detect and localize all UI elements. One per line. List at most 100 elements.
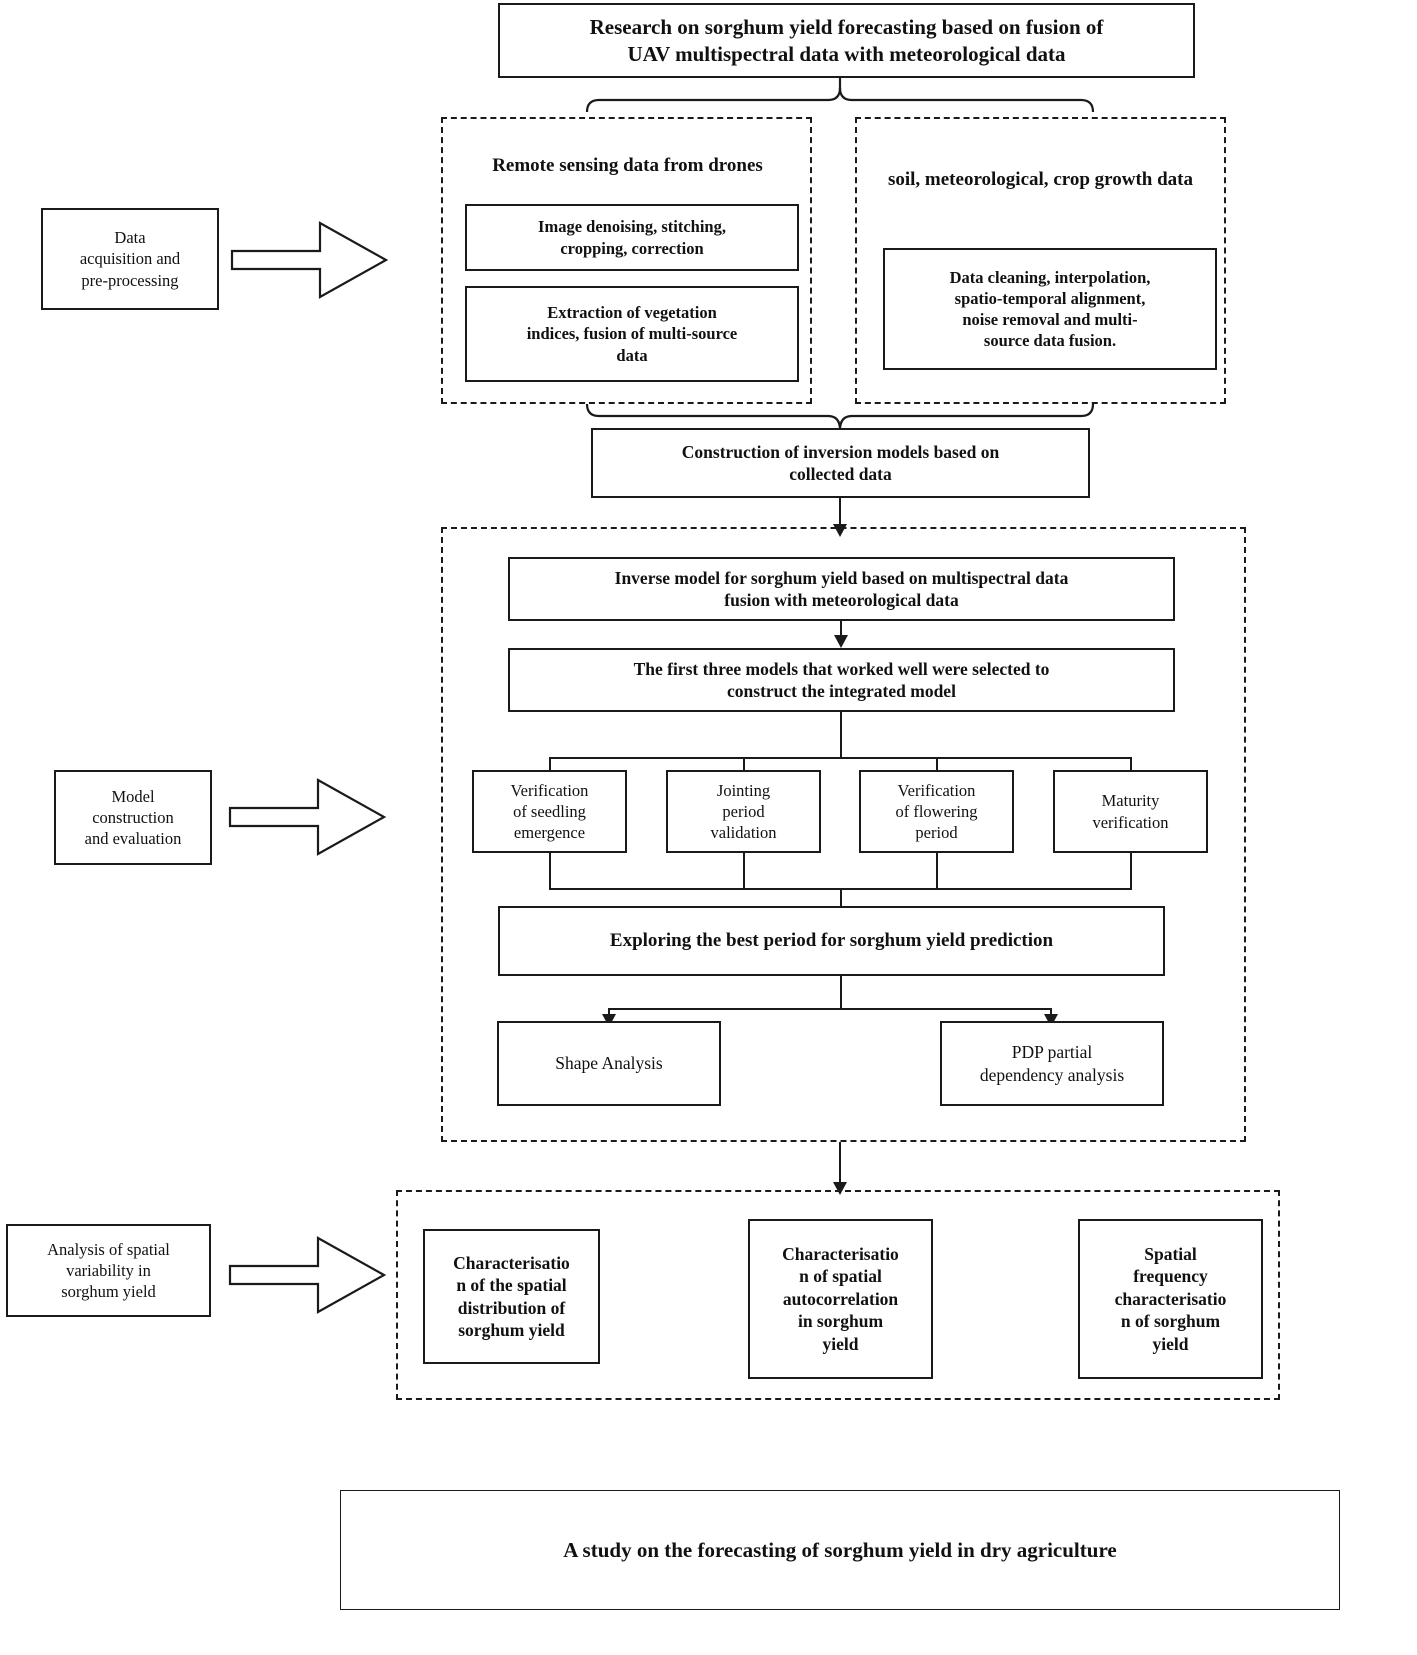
data-cleaning-line-4: source data fusion. [983, 331, 1117, 351]
fanout-drop-2 [743, 757, 745, 781]
integrated-model-box: The first three models that worked well … [508, 648, 1175, 712]
stage2-line-2: construction [92, 807, 174, 827]
title-line-1: Research on sorghum yield forecasting ba… [589, 14, 1104, 39]
remote-sensing-heading-line-2: data from drones [623, 154, 763, 176]
stage-label-spatial-variability: Analysis of spatial variability in sorgh… [6, 1224, 211, 1317]
period-box-4-line-1: Maturity [1101, 791, 1160, 811]
stage2-block-arrow-icon [228, 772, 388, 862]
vegetation-indices-line-1: Extraction of vegetation [547, 303, 717, 323]
spatial-box-3-line-2: frequency [1133, 1266, 1208, 1287]
soil-heading-line-2: meteorological, [924, 168, 1049, 190]
stage1-line-2: acquisition and [79, 249, 181, 269]
best-period-fanout-stem [840, 976, 842, 1010]
vegetation-indices-line-2: indices, fusion of multi-source [526, 324, 738, 344]
data-cleaning-line-1: Data cleaning, interpolation, [949, 267, 1151, 287]
stage-label-model-construction: Model construction and evaluation [54, 770, 212, 865]
data-cleaning-box: Data cleaning, interpolation, spatio-tem… [883, 248, 1217, 370]
image-preprocessing-line-1: Image denoising, stitching, [538, 217, 726, 237]
period-box-2-line-2: period [722, 801, 765, 821]
stage3-line-2: variability in [66, 1260, 151, 1280]
shape-analysis-box: Shape Analysis [497, 1021, 721, 1106]
spatial-box-1-line-1: Characterisatio [453, 1252, 570, 1273]
pdp-analysis-line-1: PDP partial [1011, 1042, 1093, 1063]
integrated-fanout-stem [840, 712, 842, 759]
spatial-box-1-line-4: sorghum yield [458, 1319, 565, 1340]
soil-meteorological-dashed-group [855, 117, 1226, 404]
spatial-box-2-line-4: in sorghum [797, 1311, 884, 1332]
period-box-3-line-2: of flowering [895, 801, 978, 821]
spatial-box-2-line-1: Characterisatio [782, 1244, 899, 1265]
stage2-line-3: and evaluation [84, 829, 182, 849]
period-box-3-line-3: period [915, 823, 958, 843]
inverse-to-integrated-line [840, 621, 842, 641]
inversion-line-2: collected data [789, 464, 892, 484]
stage3-line-1: Analysis of spatial [47, 1239, 170, 1259]
conclusion-label: A study on the forecasting of sorghum yi… [563, 1537, 1117, 1562]
vegetation-indices-line-3: data [616, 345, 648, 365]
spatial-box-2-line-2: n of spatial [799, 1266, 882, 1287]
best-period-box: Exploring the best period for sorghum yi… [498, 906, 1165, 976]
spatial-frequency-box: Spatial frequency characterisatio n of s… [1078, 1219, 1263, 1379]
fanin-riser-2 [743, 853, 745, 890]
fanin-riser-4 [1130, 853, 1132, 890]
fanout-drop-4 [1130, 757, 1132, 781]
period-box-1-line-1: Verification [510, 780, 589, 800]
pdp-analysis-box: PDP partial dependency analysis [940, 1021, 1164, 1106]
spatial-box-1-line-3: distribution of [457, 1297, 566, 1318]
stage2-line-1: Model [111, 786, 155, 806]
inverse-model-box: Inverse model for sorghum yield based on… [508, 557, 1175, 621]
inversion-to-model-line [839, 498, 841, 530]
spatial-box-3-line-5: yield [1152, 1333, 1189, 1354]
image-preprocessing-box: Image denoising, stitching, cropping, co… [465, 204, 799, 271]
spatial-section-dashed-group [396, 1190, 1280, 1400]
remote-sensing-heading: Remote sensing data from drones [460, 138, 795, 194]
stage-label-data-acquisition: Data acquisition and pre-processing [41, 208, 219, 310]
stage3-line-3: sorghum yield [61, 1282, 156, 1302]
integrated-model-line-1: The first three models that worked well … [633, 658, 1050, 679]
soil-meteorological-heading: soil, meteorological, crop growth data [872, 138, 1209, 222]
title-box: Research on sorghum yield forecasting ba… [498, 3, 1195, 78]
stage1-block-arrow-icon [230, 215, 390, 305]
integrated-fanout-bar [549, 757, 1132, 759]
inversion-construction-box: Construction of inversion models based o… [591, 428, 1090, 498]
period-box-1-line-3: emergence [513, 823, 586, 843]
data-cleaning-line-3: noise removal and multi- [962, 310, 1138, 329]
vegetation-indices-box: Extraction of vegetation indices, fusion… [465, 286, 799, 382]
soil-heading-line-3: crop growth data [1053, 168, 1194, 190]
stage3-block-arrow-icon [228, 1230, 388, 1320]
period-box-seedling: Verification of seedling emergence [472, 770, 627, 853]
fanout-drop-1 [549, 757, 551, 781]
inverse-model-line-1: Inverse model for sorghum yield based on… [614, 567, 1069, 588]
title-split-brace [575, 78, 1105, 114]
best-period-label: Exploring the best period for sorghum yi… [609, 929, 1054, 951]
period-box-1-line-2: of seedling [513, 801, 586, 821]
image-preprocessing-line-2: cropping, correction [560, 238, 704, 258]
stage1-line-3: pre-processing [81, 270, 179, 290]
conclusion-box: A study on the forecasting of sorghum yi… [340, 1490, 1340, 1610]
period-box-2-line-3: validation [710, 823, 777, 843]
spatial-distribution-box: Characterisatio n of the spatial distrib… [423, 1229, 600, 1364]
period-box-2-line-1: Jointing [716, 780, 771, 800]
period-box-3-line-1: Verification [897, 780, 976, 800]
spatial-box-1-line-2: n of the spatial [456, 1275, 567, 1296]
period-box-flowering: Verification of flowering period [859, 770, 1014, 853]
title-line-2: UAV multispectral data with meteorologic… [627, 41, 1066, 66]
period-box-jointing: Jointing period validation [666, 770, 821, 853]
soil-heading-line-1: soil, [887, 168, 921, 190]
shape-analysis-line-1: Shape Analysis [555, 1053, 663, 1074]
inverse-model-line-2: fusion with meteorological data [724, 590, 959, 610]
fanin-riser-1 [549, 853, 551, 890]
remote-sensing-heading-line-1: Remote sensing [492, 154, 619, 176]
inverse-to-integrated-arrow-icon [834, 635, 848, 648]
period-box-maturity: Maturity verification [1053, 770, 1208, 853]
spatial-box-3-line-4: n of sorghum [1120, 1311, 1221, 1332]
model-to-spatial-line [839, 1142, 841, 1190]
integrated-model-line-2: construct the integrated model [727, 681, 956, 701]
best-period-fanout-bar [608, 1008, 1052, 1010]
period-box-4-line-2: verification [1092, 812, 1169, 832]
spatial-box-2-line-3: autocorrelation [782, 1288, 899, 1309]
pdp-analysis-line-2: dependency analysis [979, 1064, 1125, 1085]
spatial-box-2-line-5: yield [822, 1333, 859, 1354]
inversion-line-1: Construction of inversion models based o… [681, 441, 1000, 462]
